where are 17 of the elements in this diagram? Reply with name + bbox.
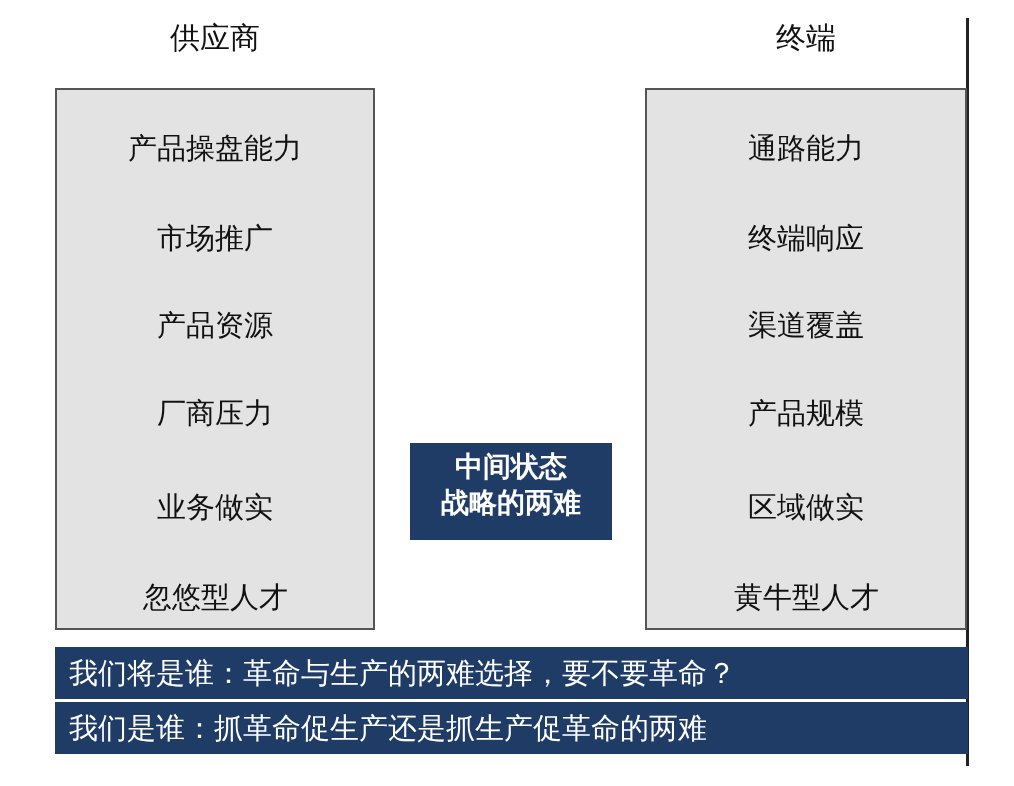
list-item: 渠道覆盖 [748,307,864,343]
list-item: 市场推广 [157,220,273,256]
banner-bar: 我们将是谁：革命与生产的两难选择，要不要革命？ [55,647,968,699]
list-item: 终端响应 [748,220,864,256]
column-heading: 供应商 [169,19,261,57]
list-item: 厂商压力 [157,395,273,431]
list-item: 通路能力 [748,130,864,166]
list-item: 业务做实 [157,489,273,525]
list-item: 黄牛型人才 [733,579,879,615]
list-item: 产品规模 [748,395,864,431]
center-label-box: 中间状态 战略的两难 [410,443,612,540]
list-item: 产品操盘能力 [128,130,302,166]
column-heading: 终端 [775,19,837,57]
banner-bar: 我们是谁：抓革命促生产还是抓生产促革命的两难 [55,702,968,754]
list-item: 忽悠型人才 [142,579,288,615]
list-item: 区域做实 [748,489,864,525]
list-item: 产品资源 [157,307,273,343]
